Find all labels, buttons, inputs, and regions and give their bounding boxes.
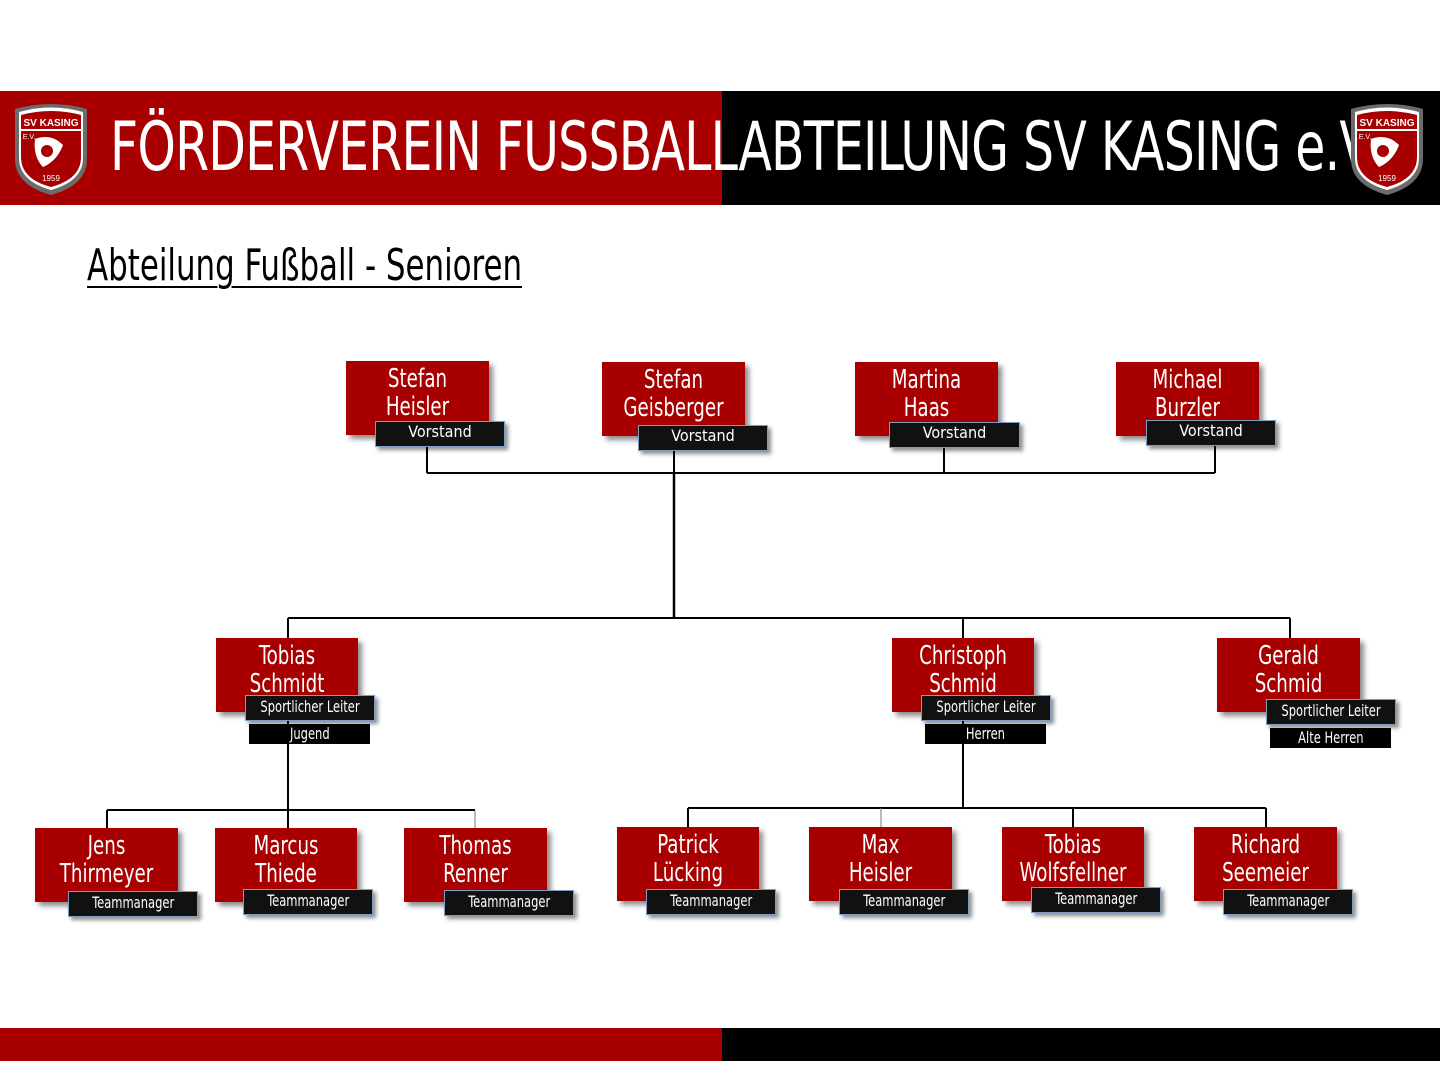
role-text: Vorstand (408, 422, 472, 441)
footer-band-red (0, 1028, 722, 1061)
team-label: Jugend (249, 724, 370, 744)
role-text: Sportlicher Leiter (260, 697, 360, 716)
person-name: Richard Seemeier (1222, 830, 1309, 888)
role-label: Teammanager (839, 889, 969, 915)
role-label: Vorstand (889, 422, 1020, 448)
person-name: Martina Haas (891, 365, 962, 423)
person-box-teammanager: Jens Thirmeyer (35, 828, 178, 902)
team-text: Jugend (289, 724, 330, 743)
logo-year-text: 1959 (42, 174, 60, 183)
team-label: Herren (925, 724, 1046, 744)
person-name: Marcus Thiede (253, 831, 319, 889)
club-logo-left: SV KASING E.V. 1959 (15, 104, 87, 195)
role-label: Vorstand (638, 425, 768, 451)
page-title: FÖRDERVEREIN FUSSBALLABTEILUNG SV KASING… (110, 108, 1381, 187)
role-label: Teammanager (444, 890, 574, 916)
role-text: Teammanager (1054, 889, 1137, 908)
role-text: Teammanager (266, 891, 349, 910)
header-band-black (722, 91, 1440, 205)
logo-top-text: SV KASING (23, 118, 78, 129)
role-label: Teammanager (243, 889, 373, 915)
role-text: Teammanager (669, 891, 752, 910)
logo-top-text: SV KASING (1359, 118, 1414, 129)
header-band-red (0, 91, 722, 205)
person-box-teammanager: Max Heisler (809, 827, 952, 901)
role-text: Sportlicher Leiter (936, 697, 1036, 716)
logo-ev-text: E.V. (23, 134, 36, 141)
team-label: Alte Herren (1270, 728, 1391, 748)
role-text: Teammanager (862, 891, 945, 910)
role-label: Sportlicher Leiter (1266, 699, 1396, 725)
person-box-teammanager: Richard Seemeier (1194, 827, 1337, 901)
person-box-teammanager: Patrick Lücking (617, 827, 759, 901)
club-logo-right: SV KASING E.V. 1959 (1351, 104, 1423, 195)
person-box-vorstand: Stefan Geisberger (602, 362, 745, 436)
role-label: Teammanager (1223, 889, 1353, 915)
role-text: Sportlicher Leiter (1281, 701, 1381, 720)
role-label: Teammanager (1031, 887, 1161, 913)
role-text: Vorstand (671, 426, 735, 445)
footer-band-black (722, 1028, 1440, 1061)
logo-ev-text: E.V. (1359, 134, 1372, 141)
role-label: Vorstand (1146, 420, 1276, 446)
person-name: Patrick Lücking (652, 830, 724, 888)
role-text: Vorstand (922, 423, 987, 442)
role-text: Vorstand (1179, 421, 1243, 440)
person-name: Tobias Wolfsfellner (1019, 830, 1127, 888)
person-name: Gerald Schmid (1254, 641, 1323, 699)
person-name: Stefan Geisberger (623, 365, 724, 423)
role-label: Vorstand (375, 421, 505, 447)
role-label: Sportlicher Leiter (921, 695, 1051, 721)
person-name: Christoph Schmid (919, 641, 1007, 699)
team-text: Herren (965, 724, 1006, 743)
section-title: Abteilung Fußball - Senioren (87, 240, 523, 291)
logo-year-text: 1959 (1378, 174, 1396, 183)
role-label: Sportlicher Leiter (245, 695, 375, 721)
person-name: Jens Thirmeyer (59, 831, 154, 889)
person-name: Stefan Heisler (385, 364, 450, 422)
team-text: Alte Herren (1297, 728, 1364, 747)
role-text: Teammanager (91, 893, 174, 912)
person-name: Max Heisler (848, 830, 913, 888)
role-text: Teammanager (1246, 891, 1329, 910)
role-text: Teammanager (467, 892, 550, 911)
person-box-teammanager: Thomas Renner (404, 828, 547, 902)
person-name: Michael Burzler (1152, 365, 1223, 423)
role-label: Teammanager (646, 889, 776, 915)
person-name: Thomas Renner (439, 831, 512, 889)
person-name: Tobias Schmidt (249, 641, 325, 699)
role-label: Teammanager (68, 891, 198, 917)
